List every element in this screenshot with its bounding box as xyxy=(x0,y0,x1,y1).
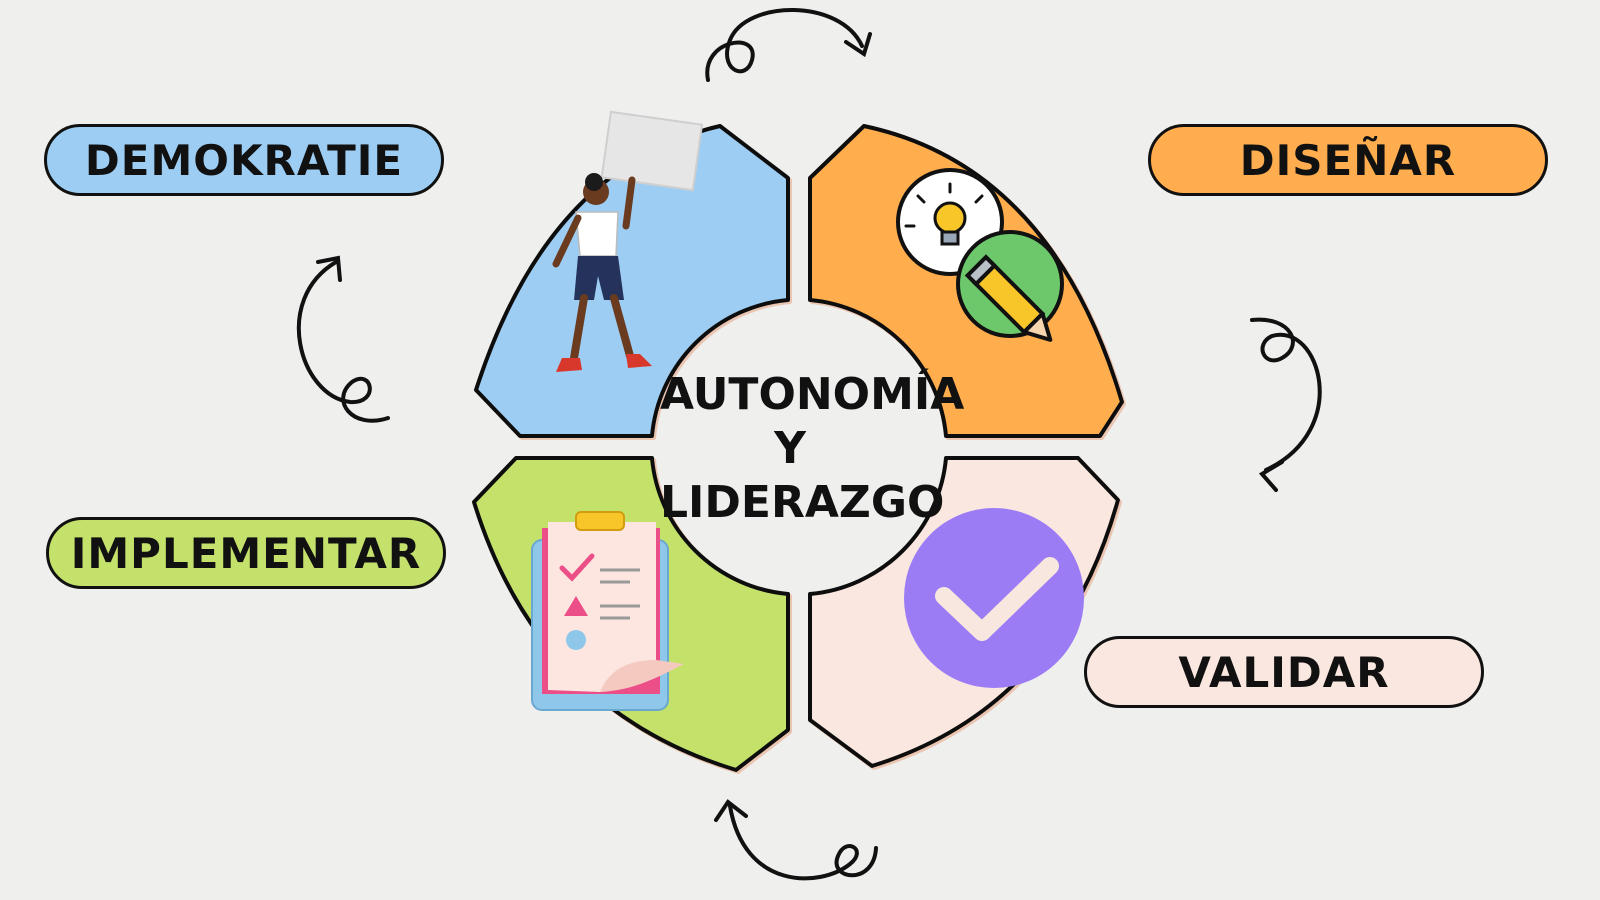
center-title-line2: Y xyxy=(774,423,806,474)
center-title: AUTONOMÍA Y LIDERAZGO xyxy=(660,368,965,530)
protester-icon xyxy=(552,110,704,372)
stage-demokratie-label: DEMOKRATIE xyxy=(44,124,444,196)
arrow-bottom-icon xyxy=(714,799,878,881)
center-title-line3: LIDERAZGO xyxy=(660,477,945,528)
clipboard-checklist-icon xyxy=(531,511,684,711)
stage-implementar-label: IMPLEMENTAR xyxy=(46,517,446,589)
stage-validar-label: VALIDAR xyxy=(1084,636,1484,708)
stage-disenar-label: DISEÑAR xyxy=(1148,124,1548,196)
checkmark-icon xyxy=(904,508,1084,688)
arrow-left-icon xyxy=(296,255,390,423)
lightbulb-pencil-icon xyxy=(896,168,1064,342)
arrow-top-icon xyxy=(705,8,872,82)
arrow-right-icon xyxy=(1250,317,1322,492)
center-title-line1: AUTONOMÍA xyxy=(660,369,965,420)
